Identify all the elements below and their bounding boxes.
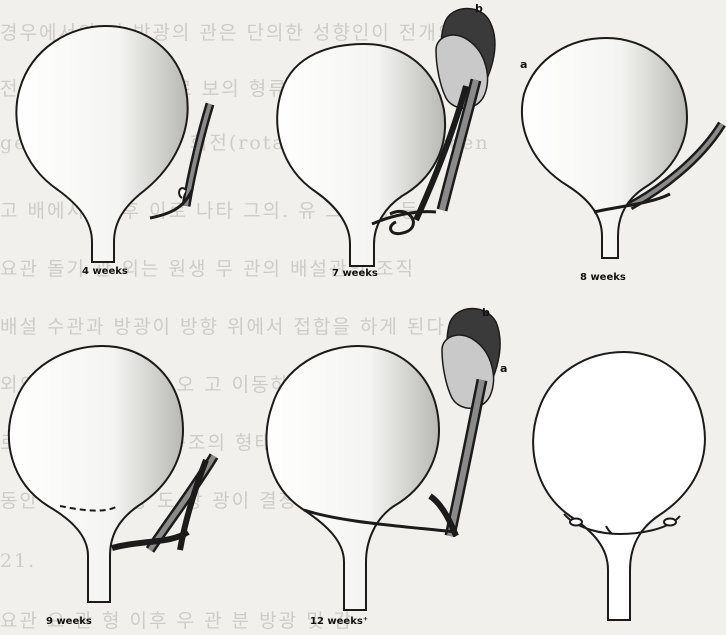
bladder-diagram <box>0 0 240 300</box>
panel-caption: 12 weeks⁺ <box>310 616 368 627</box>
label-b: b <box>482 306 490 319</box>
bladder-outline <box>533 352 705 620</box>
bladder-outline <box>277 44 445 266</box>
bladder-diagram <box>520 320 726 635</box>
bladder-diagram <box>0 320 240 635</box>
panel-12-weeks: b a 12 weeks⁺ <box>260 300 520 635</box>
label-a: a <box>500 362 507 375</box>
bladder-outline <box>9 346 183 602</box>
panel-caption: 4 weeks <box>82 266 128 277</box>
ureter-inner <box>186 104 210 206</box>
panel-caption: 9 weeks <box>46 616 92 627</box>
panel-caption: 8 weeks <box>580 272 626 283</box>
bladder-outline <box>16 26 187 262</box>
bladder-diagram <box>240 0 540 300</box>
bladder-diagram <box>260 300 520 635</box>
panel-4-weeks: 4 weeks <box>0 0 240 300</box>
panel-7-weeks: b a 7 weeks <box>240 0 540 300</box>
bladder-diagram <box>510 0 726 300</box>
ureteric-orifice <box>664 519 676 526</box>
panel-9-weeks: 9 weeks <box>0 320 240 635</box>
panel-caption: 7 weeks <box>332 268 378 279</box>
bladder-outline <box>266 346 439 610</box>
panel-8-weeks: 8 weeks <box>510 0 726 300</box>
bladder-outline <box>522 38 687 258</box>
label-b: b <box>475 2 483 15</box>
ureteric-orifice <box>570 519 582 526</box>
panel-final <box>520 320 726 635</box>
